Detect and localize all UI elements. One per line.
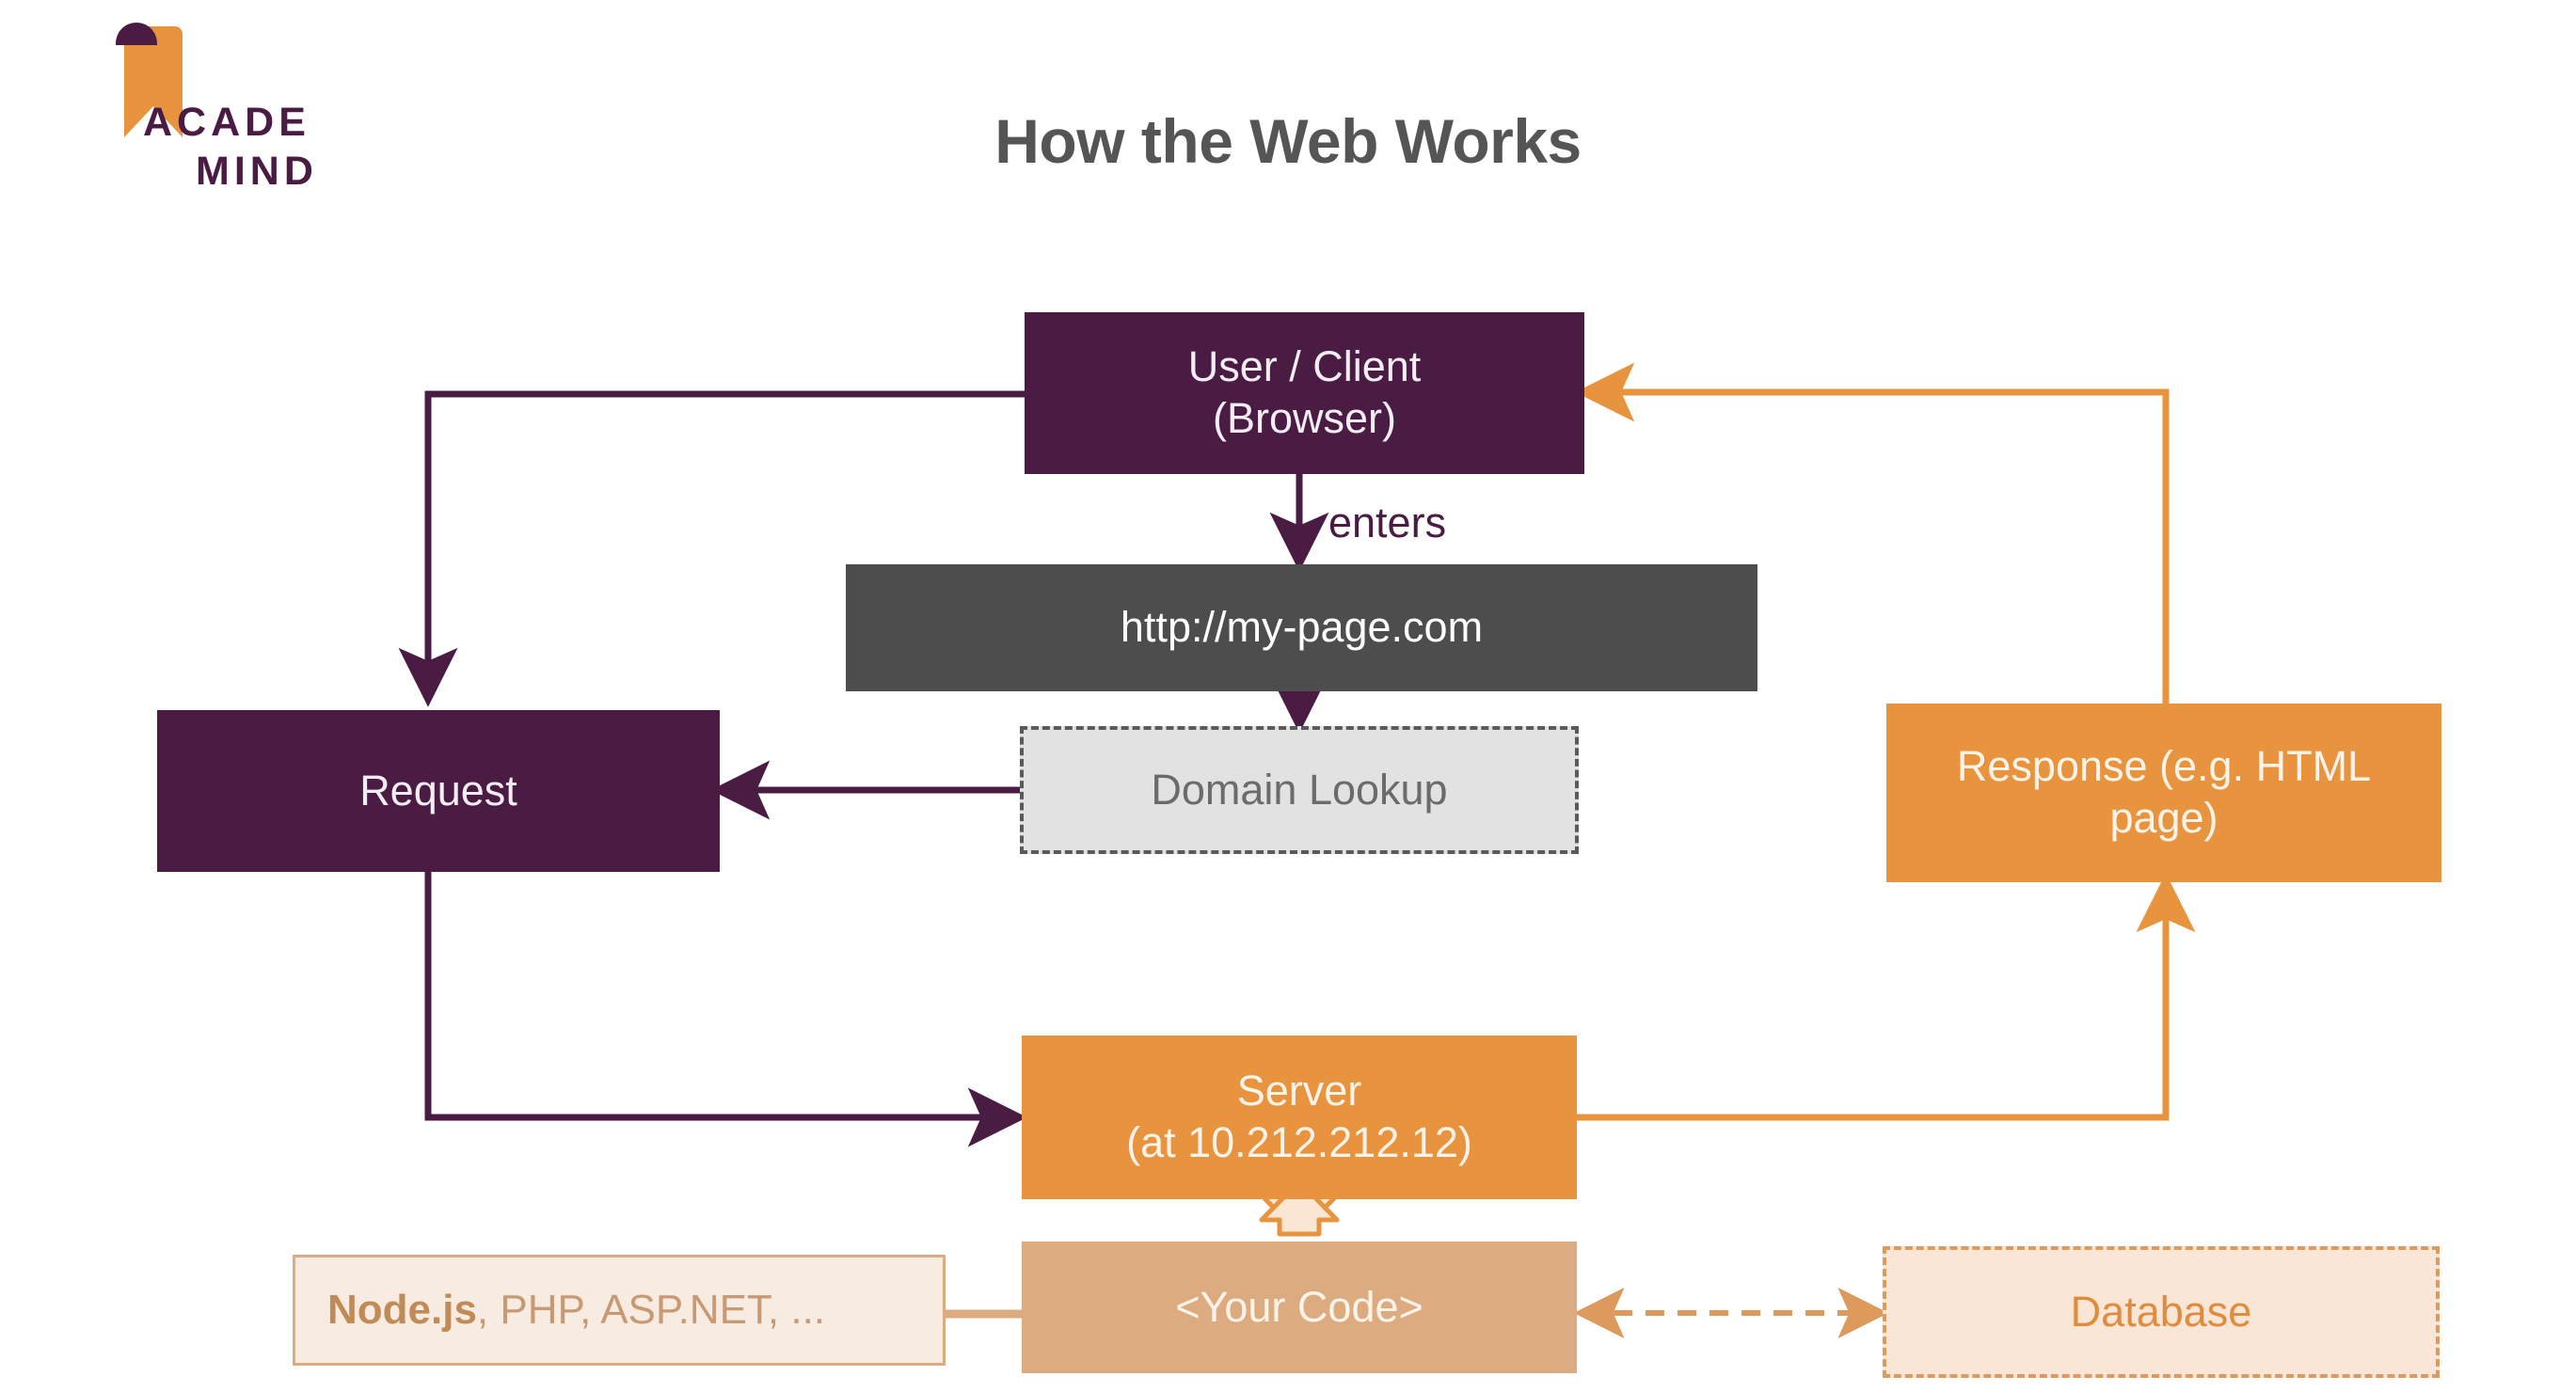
- edge-label-enters: enters: [1328, 498, 1447, 546]
- edge-request-to-server: [424, 872, 1027, 1147]
- node-user-client-label-line1: User / Client: [1187, 342, 1422, 391]
- node-languages[interactable]: Node.js, PHP, ASP.NET, ...: [293, 1255, 946, 1366]
- node-response[interactable]: Response (e.g. HTML page): [1886, 704, 2441, 882]
- node-user-client-label-line2: (Browser): [1212, 394, 1396, 442]
- node-server-label-line1: Server: [1236, 1067, 1362, 1115]
- node-languages-label-bold: Node.js: [327, 1287, 477, 1334]
- node-response-label-line1: Response (e.g. HTML: [1956, 742, 2372, 791]
- node-your-code-label: <Your Code>: [1175, 1282, 1423, 1331]
- logo-text-line2: MIND: [196, 149, 318, 194]
- edge-server-to-response: [1577, 873, 2196, 1121]
- node-server[interactable]: Server (at 10.212.212.12): [1022, 1036, 1577, 1199]
- node-response-label-line2: page): [2109, 794, 2218, 842]
- page-title: How the Web Works: [994, 106, 1582, 176]
- logo-text-line1: ACADE: [143, 100, 310, 145]
- node-request-label: Request: [359, 766, 517, 815]
- node-url-bar[interactable]: http://my-page.com: [846, 564, 1757, 691]
- node-user-client[interactable]: User / Client (Browser): [1025, 312, 1584, 474]
- node-server-label-line2: (at 10.212.212.12): [1126, 1118, 1472, 1166]
- node-url-bar-label: http://my-page.com: [1120, 603, 1484, 652]
- node-database[interactable]: Database: [1883, 1246, 2440, 1378]
- node-your-code[interactable]: <Your Code>: [1022, 1242, 1577, 1373]
- node-database-label: Database: [2070, 1287, 2252, 1336]
- node-languages-label-rest: , PHP, ASP.NET, ...: [476, 1287, 826, 1334]
- node-domain-lookup[interactable]: Domain Lookup: [1020, 726, 1579, 854]
- node-domain-lookup-label: Domain Lookup: [1151, 765, 1448, 814]
- academind-logo: ACADE MIND: [56, 17, 358, 194]
- bookmark-cap-icon: [116, 23, 157, 45]
- node-request[interactable]: Request: [157, 710, 720, 872]
